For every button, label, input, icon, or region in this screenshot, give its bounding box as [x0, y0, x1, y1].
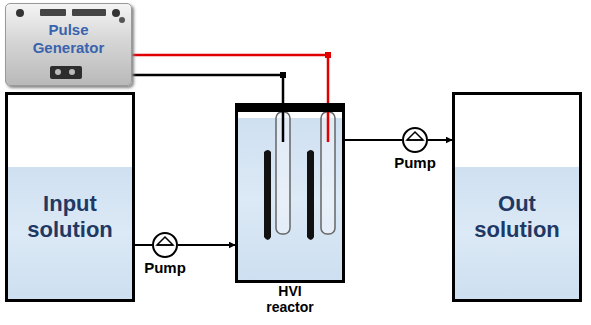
pump-impeller	[154, 234, 176, 256]
flow-pipe	[428, 139, 452, 141]
tank-label: Out solution	[455, 191, 579, 243]
tank-label: Input solution	[8, 191, 132, 243]
electric-wire	[132, 75, 283, 103]
pump-symbol: Pump	[402, 127, 428, 153]
part-label: HVI reactor	[257, 283, 323, 315]
device-label: Pulse Generator	[6, 21, 131, 57]
electrodes	[238, 112, 342, 280]
electric-wire	[132, 55, 328, 103]
hvi-reactor: HVI reactor	[235, 103, 345, 283]
pump-symbol: Pump	[152, 232, 178, 258]
part-label: Pump	[374, 154, 456, 171]
flow-pipe	[135, 244, 152, 246]
pulse-generator: Pulse Generator	[5, 3, 132, 86]
pump-impeller	[404, 129, 426, 151]
output-tank: Out solution	[452, 92, 582, 302]
part-label: Pump	[124, 259, 206, 276]
flow-pipe	[345, 139, 402, 141]
flow-pipe	[178, 244, 235, 246]
input-tank: Input solution	[5, 92, 135, 302]
